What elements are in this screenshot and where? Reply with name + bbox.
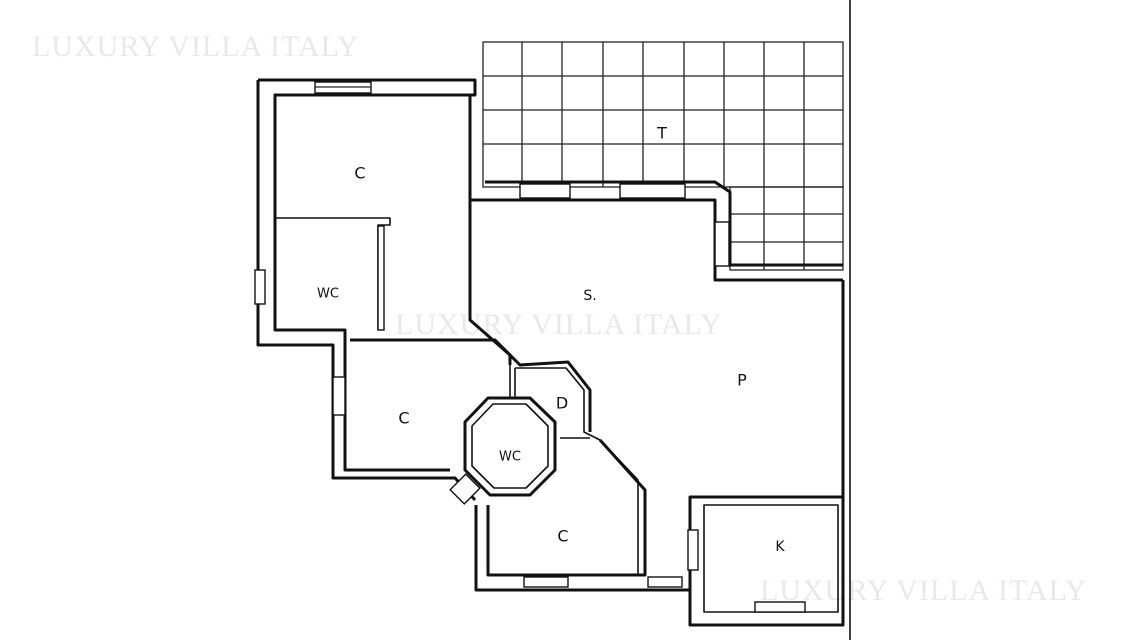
room-label-bedroom-mid: C [398,408,410,428]
windows-and-doors [254,81,806,613]
room-label-bedroom-top: C [354,163,366,183]
interior-walls [275,95,639,575]
room-label-kitchen: K [775,539,785,555]
exterior-walls [256,0,851,640]
terrace-grid [482,41,844,271]
room-label-living: S. [583,288,597,304]
room-label-porch: P [737,370,747,390]
room-label-wc-left: WC [317,286,339,302]
room-label-terrace: T [657,123,667,143]
room-label-closet: D [555,393,569,413]
room-label-bedroom-bottom: C [557,526,569,546]
room-label-wc-center: WC [499,449,521,465]
